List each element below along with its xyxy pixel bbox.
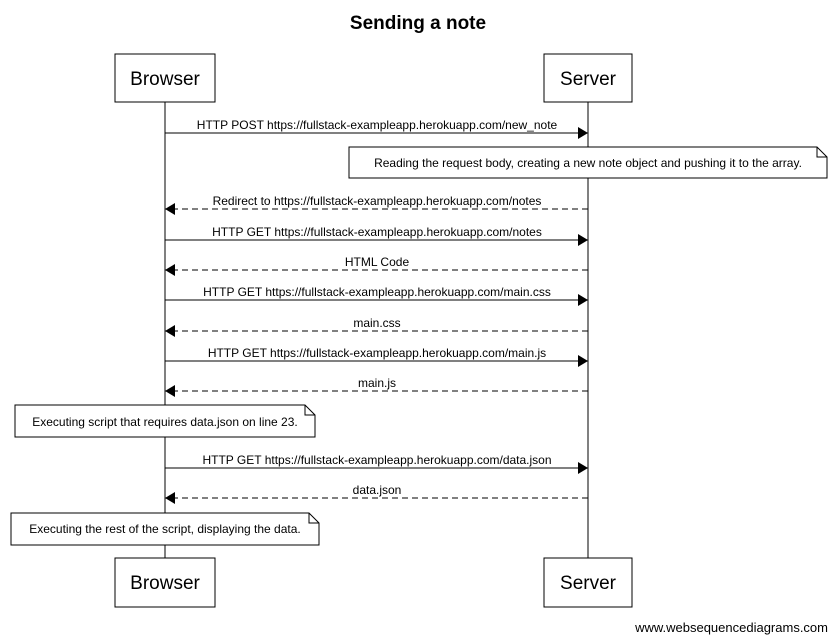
message-label: HTTP GET https://fullstack-exampleapp.he… [212,225,542,239]
message-label: Redirect to https://fullstack-exampleapp… [213,194,542,208]
participant-label: Browser [130,573,200,594]
diagram-title: Sending a note [350,13,486,34]
participant-label: Server [560,69,617,90]
footer-credit: www.websequencediagrams.com [634,620,828,635]
message-label: data.json [353,483,402,497]
message-label: HTTP GET https://fullstack-exampleapp.he… [202,453,551,467]
message-8: main.js [165,376,588,397]
note-browser-2: Executing the rest of the script, displa… [10,512,320,546]
message-label: HTTP GET https://fullstack-exampleapp.he… [203,285,551,299]
message-label: HTTP POST https://fullstack-exampleapp.h… [197,118,558,132]
message-label: main.css [353,316,400,330]
note-server: Reading the request body, creating a new… [348,146,828,179]
note-text: Reading the request body, creating a new… [374,156,802,170]
message-4: HTML Code [165,255,588,276]
participant-browser-bottom: Browser [114,557,216,608]
message-label: HTTP GET https://fullstack-exampleapp.he… [208,346,546,360]
message-label: main.js [358,376,396,390]
note-text: Executing the rest of the script, displa… [29,522,301,536]
message-10: data.json [165,483,588,504]
message-7: HTTP GET https://fullstack-exampleapp.he… [165,346,588,367]
participant-server-top: Server [543,53,633,103]
participant-browser-top: Browser [114,53,216,103]
message-label: HTML Code [345,255,410,269]
message-1: HTTP POST https://fullstack-exampleapp.h… [165,118,588,139]
note-browser-1: Executing script that requires data.json… [14,404,316,438]
message-5: HTTP GET https://fullstack-exampleapp.he… [165,285,588,306]
participant-label: Browser [130,69,200,90]
note-text: Executing script that requires data.json… [32,415,298,429]
participant-server-bottom: Server [543,557,633,608]
message-9: HTTP GET https://fullstack-exampleapp.he… [165,453,588,474]
message-2: Redirect to https://fullstack-exampleapp… [165,194,588,215]
message-3: HTTP GET https://fullstack-exampleapp.he… [165,225,588,246]
message-6: main.css [165,316,588,337]
participant-label: Server [560,573,617,594]
